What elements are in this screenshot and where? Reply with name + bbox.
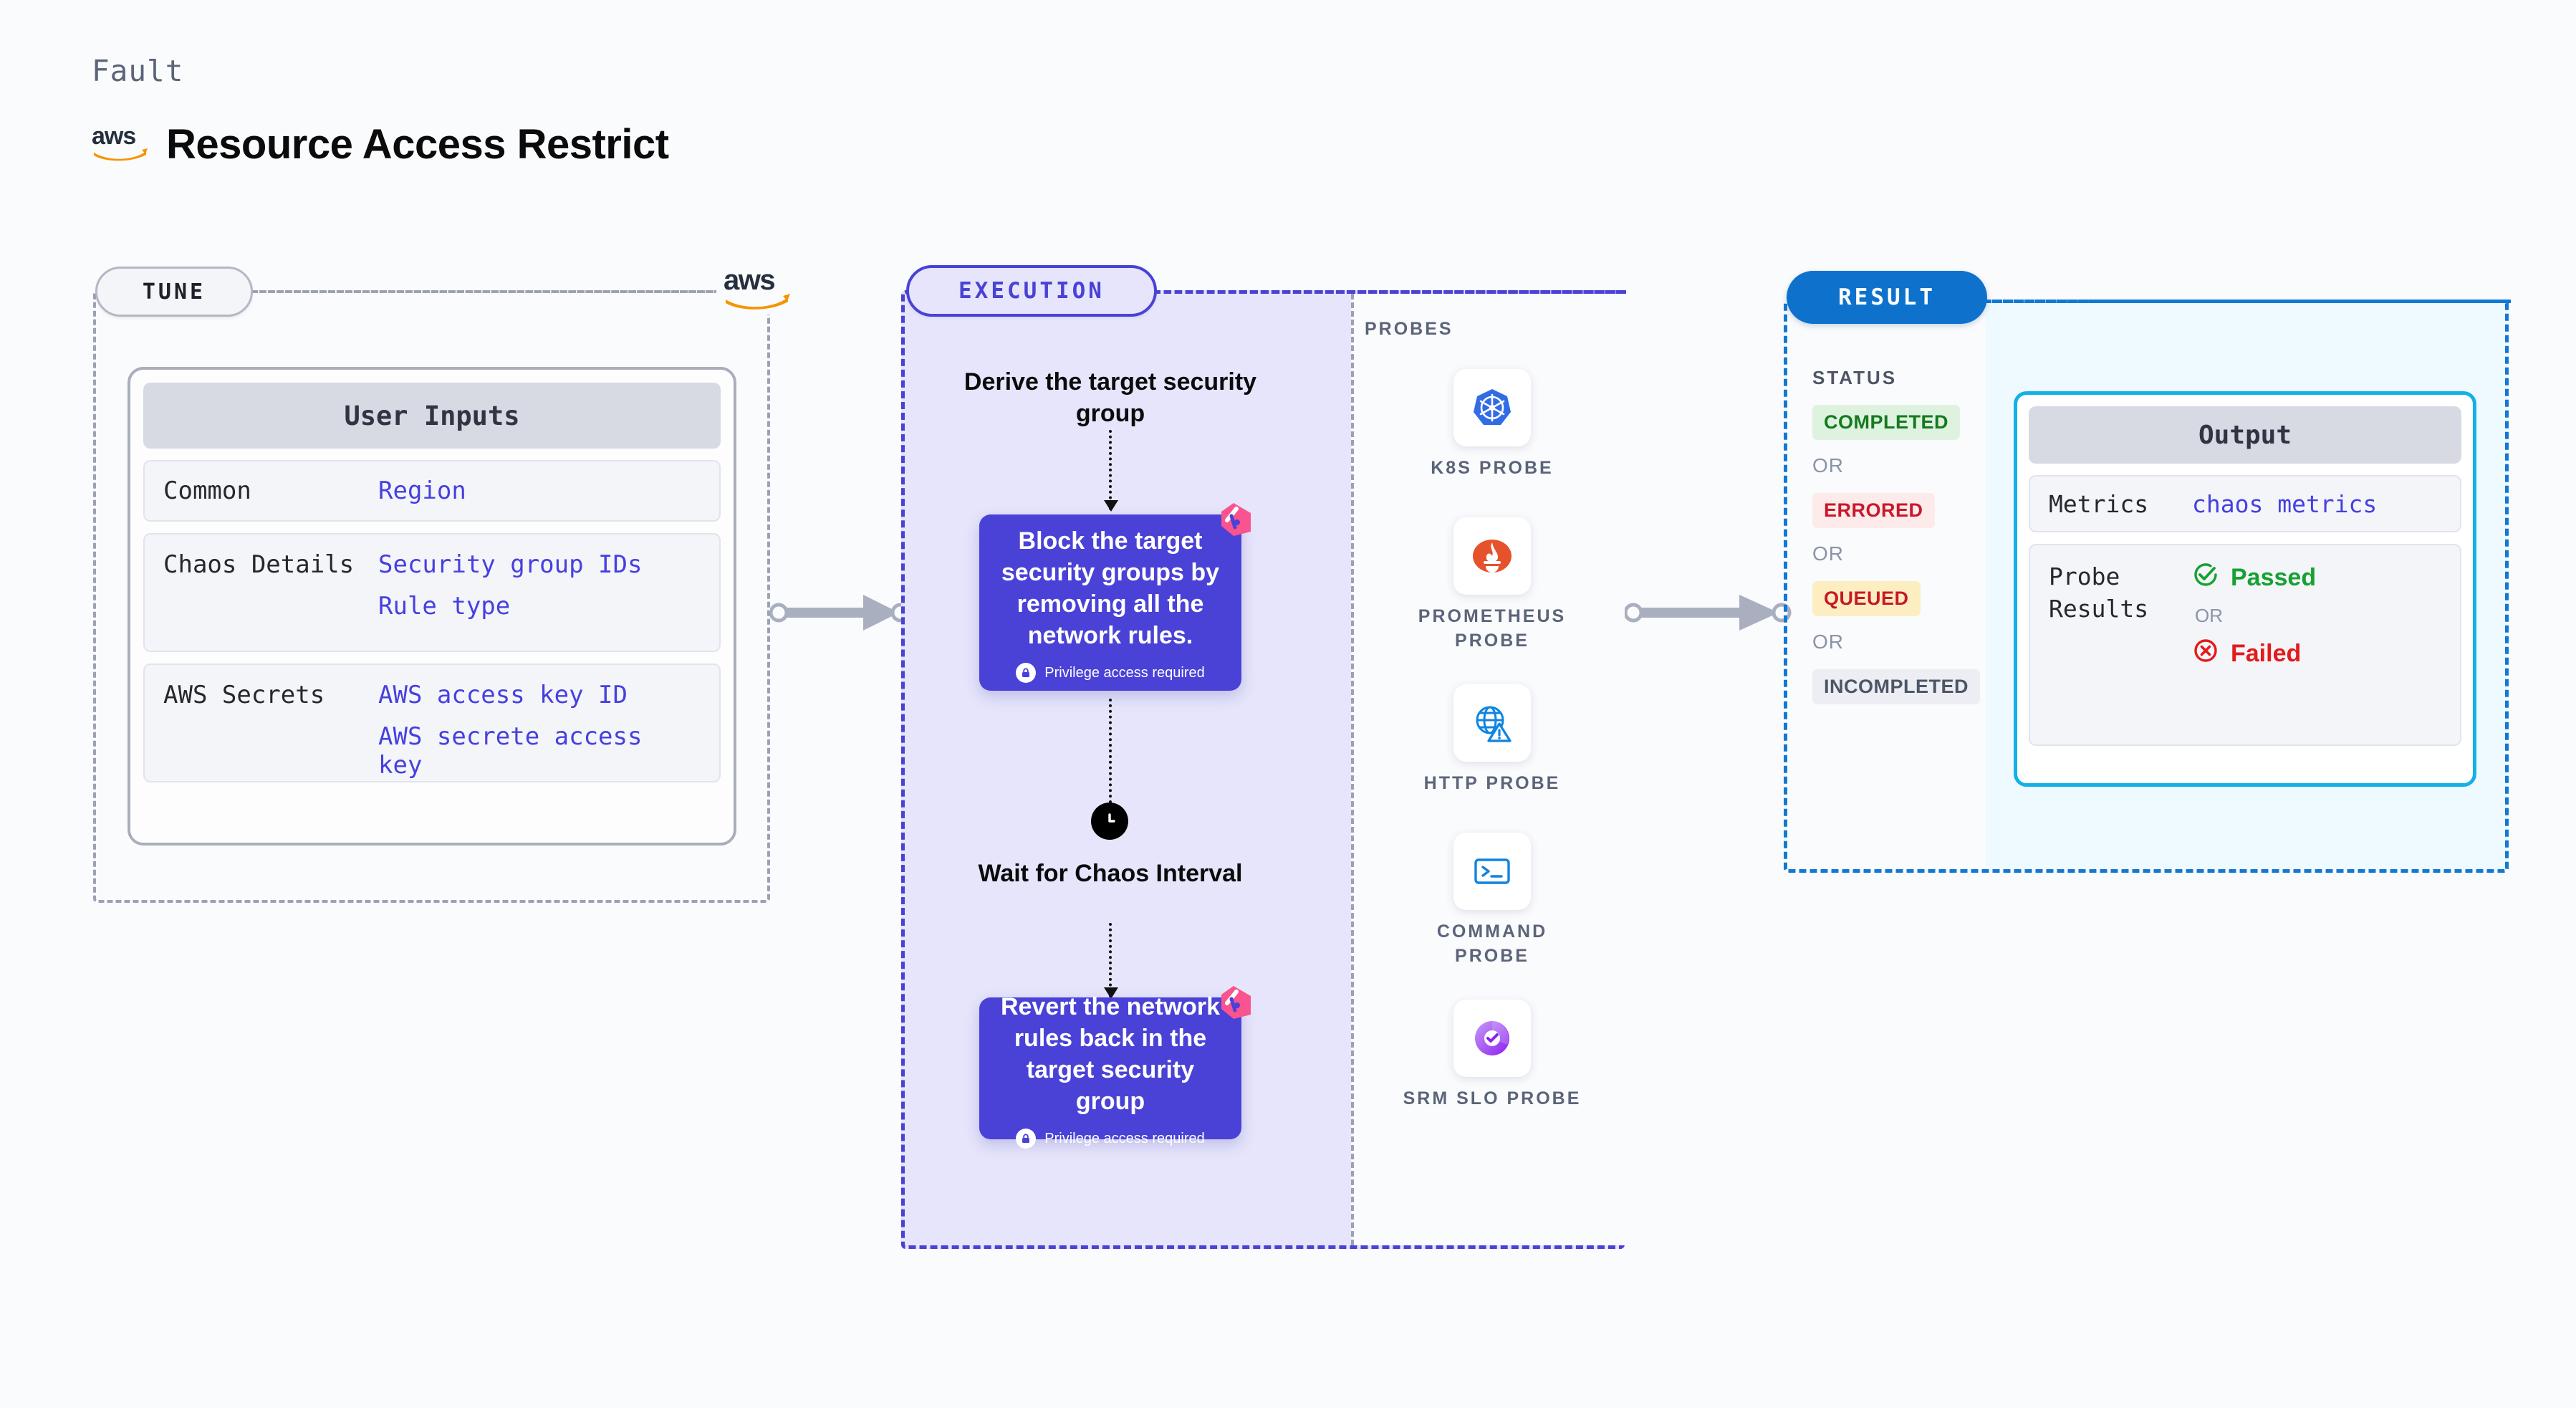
- output-row-values: chaos metrics: [2192, 490, 2377, 518]
- harness-logo-icon: [1213, 982, 1254, 1027]
- user-inputs-title: User Inputs: [143, 383, 721, 449]
- step-wait-title: Wait for Chaos Interval: [978, 860, 1243, 887]
- output-title: Output: [2029, 406, 2461, 464]
- probe-prometheus[interactable]: PROMETHEUS PROBE: [1403, 517, 1582, 653]
- flow-arrow-1: [1104, 430, 1118, 512]
- input-row-aws-secrets: AWS Secrets AWS access key ID AWS secret…: [143, 664, 721, 782]
- status-or: OR: [1812, 542, 1844, 565]
- input-value: AWS access key ID: [378, 681, 628, 709]
- flow-arrow-3: [1104, 923, 1118, 999]
- input-value: AWS secrete access key: [378, 722, 643, 780]
- status-title: STATUS: [1812, 367, 1898, 388]
- output-value: chaos metrics: [2192, 489, 2378, 518]
- svg-text:aws: aws: [724, 267, 774, 296]
- http-globe-warning-icon: [1453, 684, 1531, 762]
- tune-aws-logo: aws: [716, 264, 799, 315]
- connector-execution-to-result: [1623, 588, 1793, 641]
- input-value: Rule type: [378, 592, 511, 621]
- prometheus-icon: [1453, 517, 1531, 595]
- page-eyebrow: Fault: [92, 54, 184, 88]
- action-revert-network-rules[interactable]: Revert the network rules back in the tar…: [979, 986, 1251, 1149]
- flow-arrow-2: [1104, 699, 1118, 816]
- privilege-label: Privilege access required: [1044, 1130, 1205, 1146]
- output-row-key: Probe Results: [2049, 562, 2149, 623]
- status-badge-incompleted: INCOMPLETED: [1812, 669, 1981, 704]
- result-badge: RESULT: [1787, 271, 1987, 324]
- privilege-label: Privilege access required: [1044, 664, 1205, 681]
- tune-connector-dash: [251, 290, 720, 293]
- harness-logo-icon: [1213, 499, 1254, 544]
- input-row-common: Common Region: [143, 460, 721, 522]
- probe-label: PROMETHEUS PROBE: [1418, 606, 1567, 651]
- status-badge-queued: QUEUED: [1812, 581, 1921, 616]
- step-derive-title: Derive the target security group: [963, 368, 1257, 427]
- output-row-metrics: Metrics chaos metrics: [2029, 475, 2461, 532]
- input-value: Region: [378, 476, 466, 505]
- probe-label: HTTP PROBE: [1423, 773, 1561, 793]
- svg-text:aws: aws: [92, 124, 135, 150]
- probe-result-or: OR: [2195, 605, 2223, 626]
- probes-subpanel: [1351, 294, 1635, 1245]
- input-row-values: AWS access key ID AWS secrete access key: [378, 681, 701, 780]
- probe-result-failed: Failed: [2192, 637, 2316, 671]
- action-block-security-groups[interactable]: Block the target security groups by remo…: [979, 503, 1251, 691]
- input-row-key: Common: [163, 476, 251, 505]
- tune-badge: TUNE: [95, 267, 253, 317]
- probe-http[interactable]: HTTP PROBE: [1403, 684, 1582, 796]
- lock-icon: [1016, 1129, 1037, 1149]
- probe-srm-slo[interactable]: SRM SLO PROBE: [1403, 1000, 1582, 1111]
- aws-logo: aws: [92, 123, 149, 165]
- probe-result-values: Passed OR Failed: [2192, 561, 2316, 729]
- failed-label: Failed: [2231, 640, 2302, 667]
- probe-result-passed: Passed: [2192, 561, 2316, 595]
- probe-label: SRM SLO PROBE: [1403, 1088, 1582, 1108]
- user-inputs-card: User Inputs Common Region Chaos Details …: [128, 367, 736, 846]
- check-circle-icon: [2192, 561, 2219, 595]
- action-block-text: Block the target security groups by remo…: [1001, 527, 1220, 650]
- status-or: OR: [1812, 454, 1844, 476]
- clock-icon: [1091, 803, 1128, 840]
- execution-connector-dash: [1153, 290, 1626, 294]
- input-row-key: AWS Secrets: [163, 681, 325, 709]
- page-title: Resource Access Restrict: [166, 121, 669, 168]
- status-badge-completed: COMPLETED: [1812, 405, 1961, 440]
- input-row-values: Security group IDs Rule type: [378, 550, 642, 635]
- input-row-key: Chaos Details: [163, 550, 355, 579]
- terminal-icon: [1453, 833, 1531, 910]
- input-value: Security group IDs: [378, 550, 643, 579]
- probe-label: COMMAND PROBE: [1436, 921, 1548, 966]
- probes-title: PROBES: [1365, 319, 1453, 339]
- status-or: OR: [1812, 631, 1844, 653]
- output-row-key: Metrics: [2049, 489, 2149, 518]
- action-revert-text: Revert the network rules back in the tar…: [1000, 992, 1221, 1116]
- input-row-chaos-details: Chaos Details Security group IDs Rule ty…: [143, 533, 721, 652]
- privilege-note: Privilege access required: [1016, 1129, 1205, 1149]
- input-row-values: Region: [378, 476, 466, 505]
- kubernetes-icon: [1453, 369, 1531, 446]
- passed-label: Passed: [2231, 564, 2317, 591]
- probe-label: K8S PROBE: [1431, 458, 1554, 478]
- output-card: Output Metrics chaos metrics Probe Resul…: [2014, 391, 2476, 787]
- page-header: aws Resource Access Restrict: [92, 120, 669, 168]
- probe-command[interactable]: COMMAND PROBE: [1403, 833, 1582, 969]
- probe-k8s[interactable]: K8S PROBE: [1403, 369, 1582, 481]
- x-circle-icon: [2192, 637, 2219, 671]
- execution-badge: EXECUTION: [906, 265, 1157, 317]
- status-column: STATUS COMPLETED OR ERRORED OR QUEUED OR…: [1812, 367, 1981, 704]
- connector-tune-to-execution: [769, 588, 910, 641]
- status-badge-errored: ERRORED: [1812, 493, 1935, 528]
- privilege-note: Privilege access required: [1016, 663, 1205, 684]
- output-row-probe-results: Probe Results Passed OR: [2029, 544, 2461, 746]
- srm-slo-icon: [1453, 1000, 1531, 1077]
- result-connector-dash: [1984, 300, 2511, 303]
- lock-icon: [1016, 663, 1037, 684]
